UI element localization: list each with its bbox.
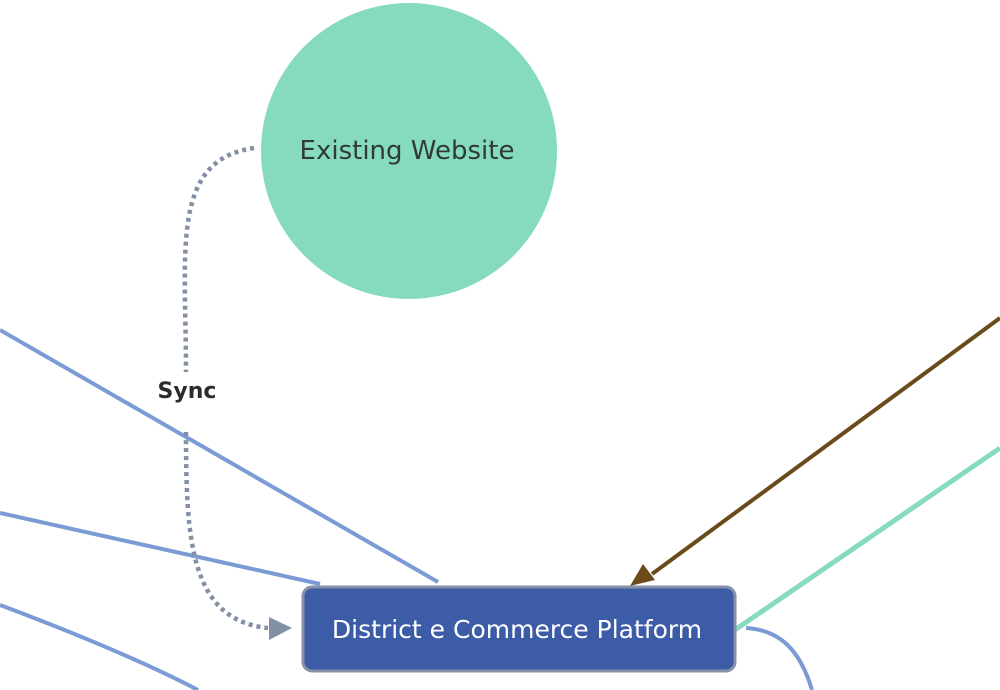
node-existing-website[interactable]: Existing Website — [261, 3, 557, 299]
edge-brown-arrowhead — [630, 564, 655, 586]
edge-blue-middle — [0, 511, 321, 586]
node-platform[interactable]: District e Commerce Platform — [301, 585, 737, 673]
edge-brown — [650, 316, 1000, 576]
edge-sync-label: Sync — [158, 379, 217, 404]
edge-blue-upper — [0, 328, 439, 584]
edge-green — [724, 445, 1000, 639]
node-existing-website-label: Existing Website — [300, 136, 515, 166]
node-existing-website-shape — [261, 3, 557, 299]
node-platform-label: District e Commerce Platform — [332, 615, 702, 644]
node-platform-shape — [301, 585, 737, 673]
edge-blue-lower — [0, 603, 199, 690]
edge-sync — [182, 145, 269, 631]
edge-sync-arrowhead — [269, 617, 292, 640]
edge-blue-right — [745, 626, 814, 690]
